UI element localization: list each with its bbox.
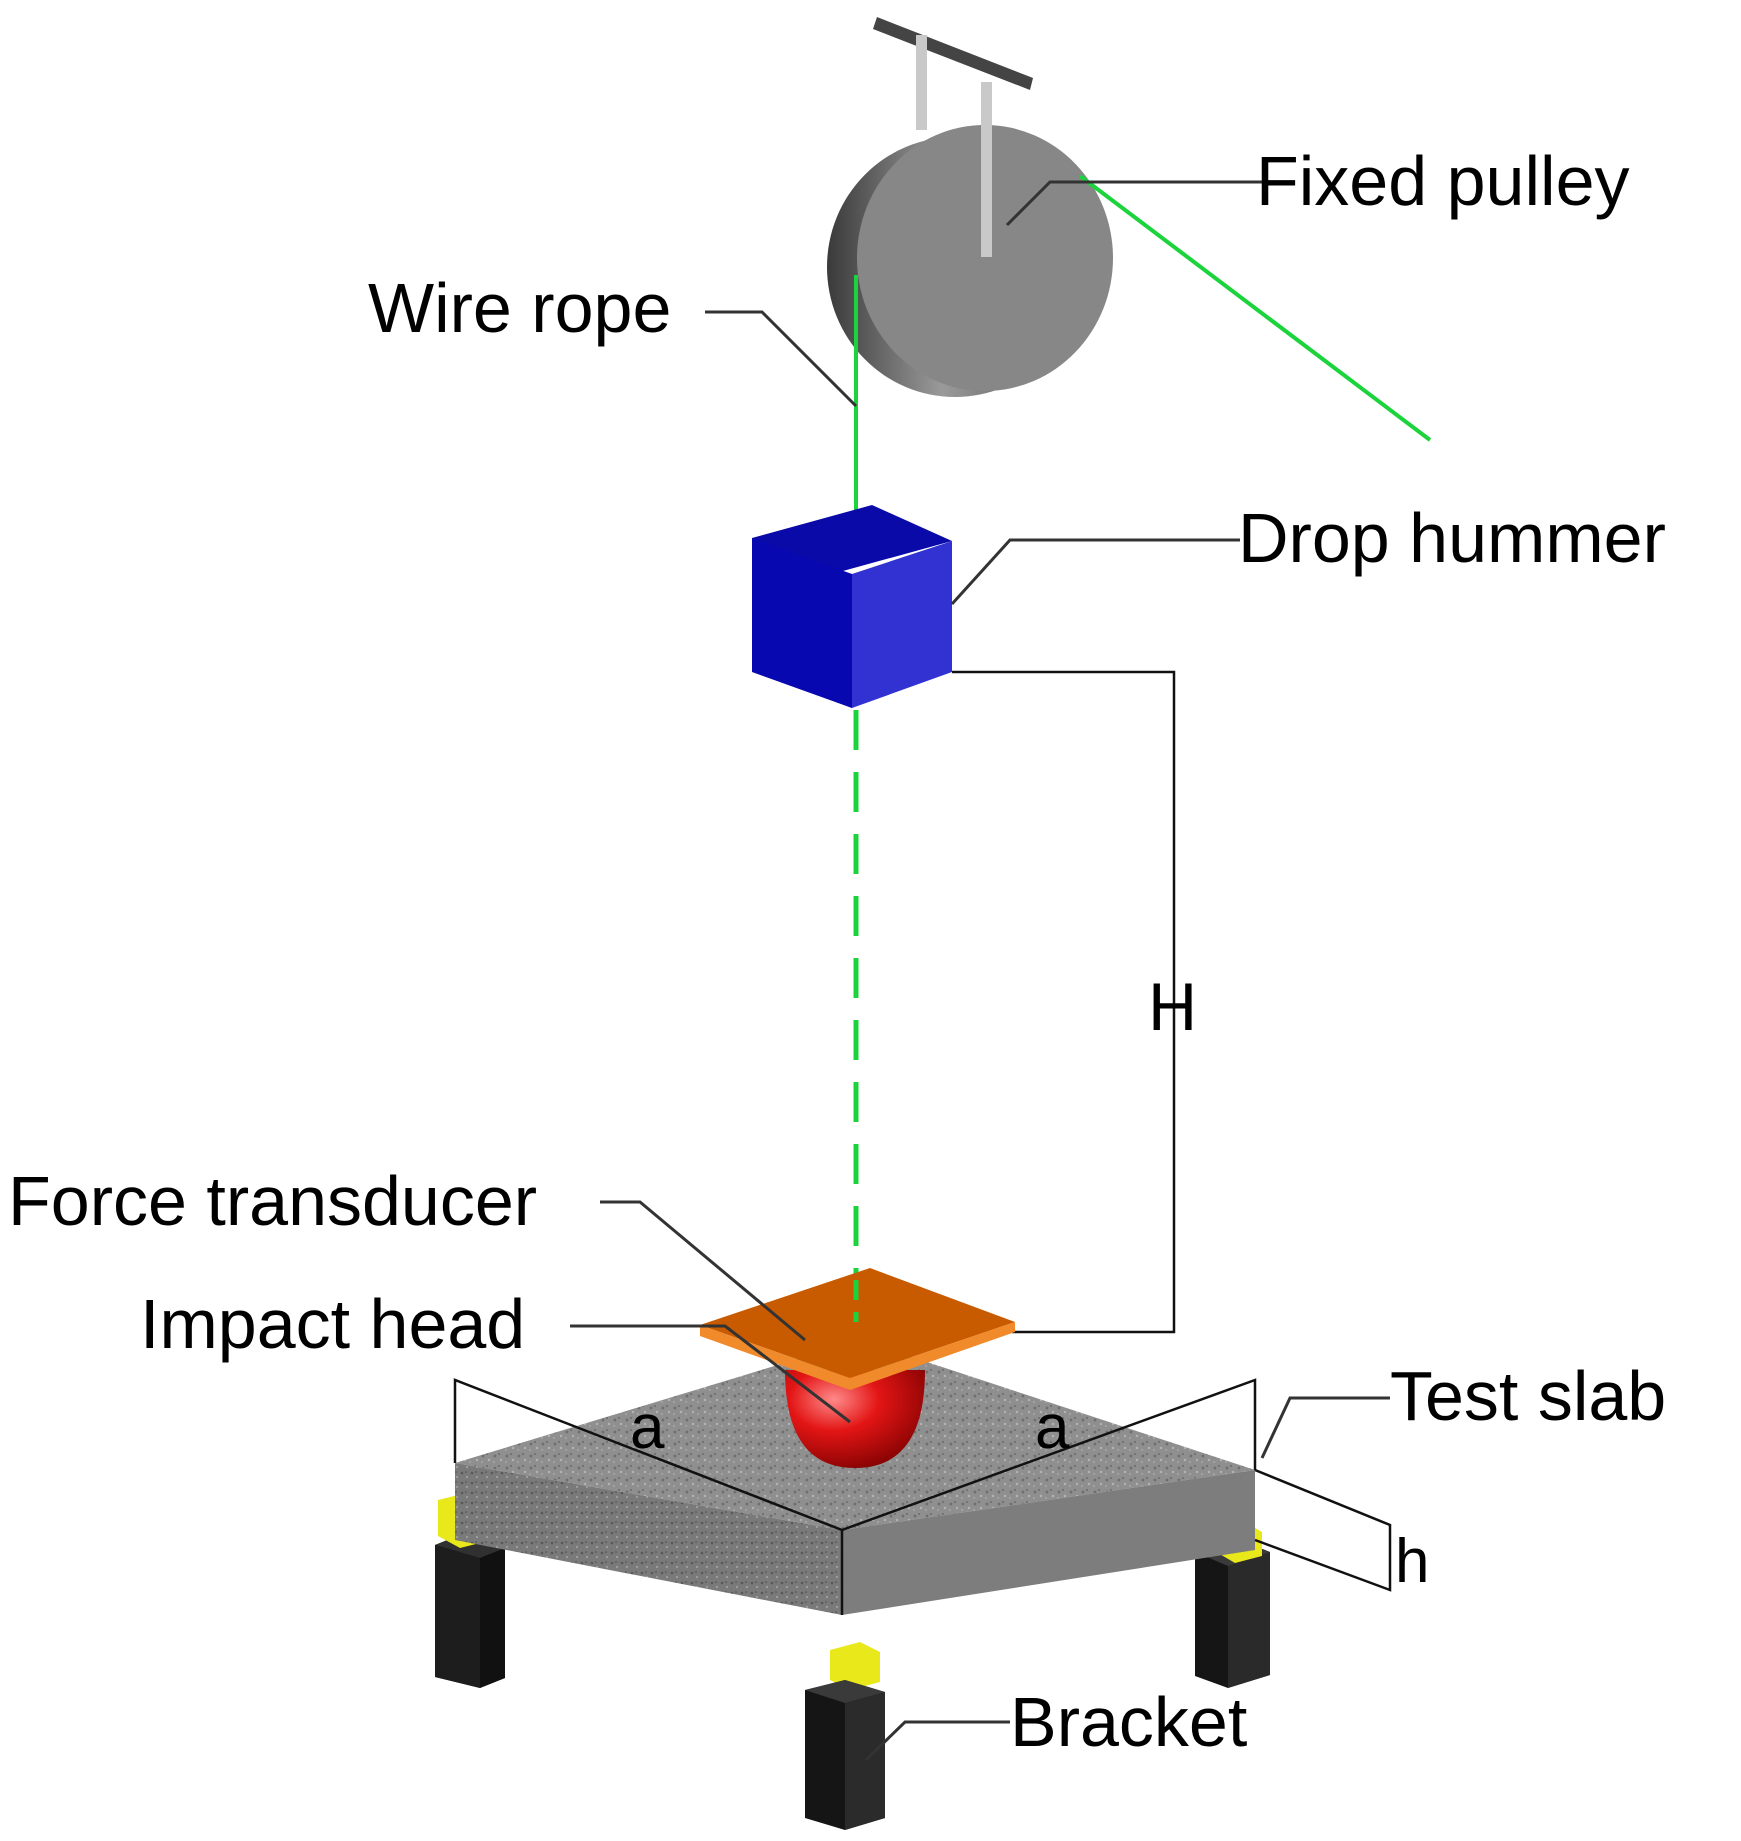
leader-force-transducer bbox=[600, 1200, 806, 1342]
fixed-pulley bbox=[827, 17, 1113, 397]
drop-hammer bbox=[752, 505, 952, 708]
labels: Fixed pulley Wire rope Drop hummer H For… bbox=[8, 142, 1666, 1761]
label-slab-thickness: h bbox=[1395, 1527, 1429, 1596]
bracket-left bbox=[435, 1492, 505, 1688]
label-slab-side-right: a bbox=[1035, 1393, 1070, 1462]
leader-impact-head bbox=[570, 1324, 851, 1424]
impact-head bbox=[785, 1370, 925, 1468]
label-slab-side-left: a bbox=[630, 1393, 665, 1462]
leader-drop-hammer bbox=[950, 538, 1240, 606]
leader-bracket bbox=[864, 1720, 1010, 1762]
label-height: H bbox=[1148, 969, 1197, 1045]
leader-fixed-pulley bbox=[1005, 180, 1262, 227]
label-wire-rope: Wire rope bbox=[368, 269, 671, 347]
wire-rope-diagonal bbox=[1078, 174, 1432, 442]
slab-dimension-a-right bbox=[841, 1378, 1257, 1532]
drop-hammer-side bbox=[852, 541, 952, 708]
leader-test-slab bbox=[1260, 1396, 1390, 1459]
test-slab-front-left bbox=[455, 1463, 842, 1615]
pulley-hanger-rod-left bbox=[916, 35, 927, 130]
drop-hammer-front-face bbox=[752, 538, 852, 708]
slab-dimensions bbox=[453, 1378, 1392, 1615]
slab-dimension-a-left bbox=[453, 1378, 843, 1532]
bracket-front bbox=[805, 1642, 885, 1830]
leader-wire-rope bbox=[705, 310, 858, 408]
pulley-face bbox=[857, 125, 1113, 391]
pulley-hanger-rod-right bbox=[981, 82, 992, 257]
wire-rope bbox=[853, 174, 1432, 1320]
pulley-hanger-bar bbox=[873, 17, 1033, 90]
label-force-transducer: Force transducer bbox=[8, 1162, 537, 1240]
label-test-slab: Test slab bbox=[1390, 1357, 1666, 1435]
leader-lines bbox=[570, 180, 1390, 1762]
force-transducer-top bbox=[700, 1268, 1015, 1378]
label-fixed-pulley: Fixed pulley bbox=[1256, 142, 1630, 220]
label-drop-hammer: Drop hummer bbox=[1238, 499, 1666, 577]
test-slab-front-right bbox=[842, 1470, 1255, 1615]
label-bracket: Bracket bbox=[1010, 1683, 1247, 1761]
label-impact-head: Impact head bbox=[140, 1285, 525, 1363]
height-dimension-line bbox=[952, 670, 1176, 1334]
bracket-pad-front bbox=[830, 1642, 880, 1690]
slab-dimension-h bbox=[1254, 1468, 1392, 1592]
